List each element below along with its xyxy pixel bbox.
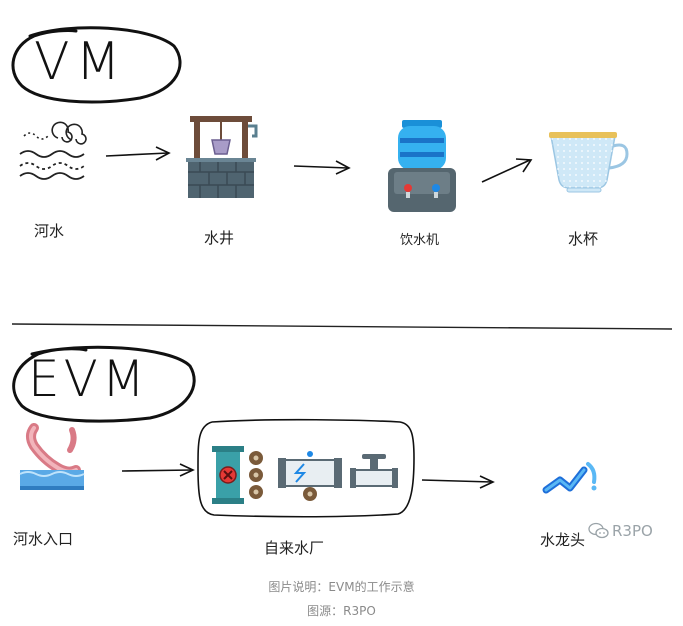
vm-badge-text: VM [34,32,127,92]
figure-source: 图源：R3PO [307,604,376,618]
faucet-water-icon [542,462,597,494]
arrow-icon [121,463,195,477]
arrow-icon [421,475,495,489]
vm-node-label-cup: 水杯 [568,230,599,248]
water-plant-icon [212,446,398,504]
arrow-icon [481,158,533,183]
water-cup-icon [549,132,629,193]
evm-node-label-inlet: 河水入口 [13,530,74,548]
water-well-icon [186,116,258,198]
evm-node-label-plant: 自来水厂 [264,539,325,557]
vm-node-label-well: 水井 [204,229,235,247]
figure-caption: 图片说明：EVM的工作示意 [268,580,415,594]
river-inlet-icon [19,423,85,490]
vm-node-label-river: 河水 [34,222,65,240]
river-waves-icon [19,121,87,180]
evm-node-label-faucet: 水龙头 [540,531,586,549]
arrow-icon [293,160,351,175]
vm-node-label-dispenser: 饮水机 [400,233,440,248]
water-plant-box [197,418,415,518]
water-dispenser-icon [388,120,456,212]
wechat-icon [588,522,609,539]
watermark-text: R3PO [612,522,653,540]
evm-badge-text: EVM [28,350,149,408]
evm-badge-outline [12,345,196,423]
section-divider [11,323,673,330]
arrow-icon [105,146,171,161]
vm-badge-outline [11,26,182,104]
